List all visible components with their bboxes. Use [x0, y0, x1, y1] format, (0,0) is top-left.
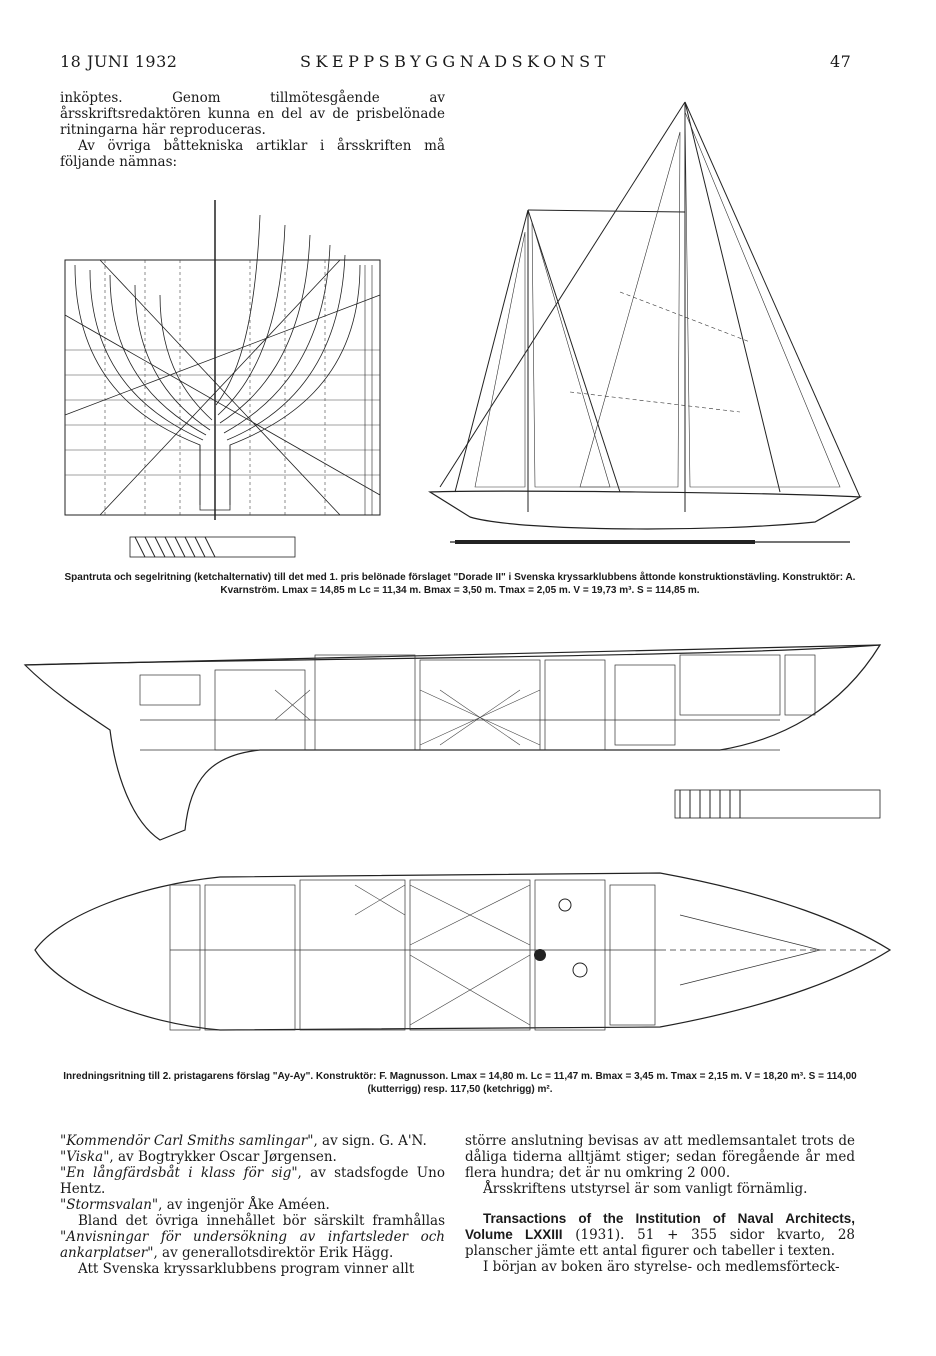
article-author: , av sign. G. A'N. [313, 1133, 427, 1149]
page-number: 47 [830, 52, 852, 71]
interior-profile-drawing [23, 644, 882, 841]
paragraph-last: Att Svenska kryssarklubbens program vinn… [78, 1261, 415, 1277]
figure-caption-2: Inredningsritning till 2. pristagarens f… [63, 1071, 857, 1095]
intro-text: inköptes. Genom tillmötesgående av årssk… [60, 90, 445, 170]
list-item: "Kommendör Carl Smiths samlingar", av si… [60, 1133, 445, 1149]
article-title: "En långfärdsbåt i klass för sig" [60, 1165, 298, 1181]
article-author: , av stadsfogde Uno Hentz. [60, 1165, 445, 1197]
paragraph: Årsskriftens utstyrsel är som vanligt fö… [483, 1181, 808, 1197]
article-title: "Anvisningar för undersökning av infarts… [60, 1229, 445, 1261]
book-title: Transactions of the Institution of Naval… [465, 1211, 855, 1242]
intro-paragraph-1: inköptes. Genom tillmötesgående av årssk… [60, 90, 445, 138]
figure-caption-1: Spantruta och segelritning (ketchalterna… [64, 572, 856, 596]
left-column: "Kommendör Carl Smiths samlingar", av si… [60, 1133, 445, 1277]
paragraph-bland: Bland det övriga innehållet bör särskilt… [60, 1213, 445, 1261]
paragraph: större anslutning bevisas av att medlems… [465, 1133, 855, 1181]
right-column: större anslutning bevisas av att medlems… [465, 1133, 855, 1275]
paragraph: I början av boken äro styrelse- och medl… [483, 1259, 840, 1275]
accommodation-plan-drawing [34, 872, 892, 1031]
article-author: , av generallotsdirektör Erik Hägg. [153, 1245, 394, 1261]
article-author: , av ingenjör Åke Améen. [158, 1197, 330, 1213]
paragraph-text: Bland det övriga innehållet bör särskilt… [78, 1213, 445, 1229]
article-title: "Stormsvalan" [60, 1197, 159, 1213]
article-title: "Kommendör Carl Smiths samlingar" [60, 1133, 314, 1149]
list-item: "Viska", av Bogtrykker Oscar Jørgensen. [60, 1149, 445, 1165]
list-item: "En långfärdsbåt i klass för sig", av st… [60, 1165, 445, 1197]
transactions-entry: Transactions of the Institution of Naval… [465, 1211, 855, 1259]
header-date: 18 JUNI 1932 [60, 52, 178, 71]
book-details: (1931). 51 + 355 sidor kvarto, 28 plansc… [465, 1227, 856, 1259]
sail-plan-drawing [428, 101, 863, 544]
article-author: , av Bogtrykker Oscar Jørgensen. [109, 1149, 337, 1165]
article-title: "Viska" [60, 1149, 110, 1165]
intro-paragraph-2: Av övriga båttekniska artiklar i årsskri… [60, 138, 445, 170]
list-item: "Stormsvalan", av ingenjör Åke Améen. [60, 1197, 445, 1213]
header-title: SKEPPSBYGGNADSKONST [300, 52, 610, 71]
body-plan-drawing [64, 200, 381, 558]
